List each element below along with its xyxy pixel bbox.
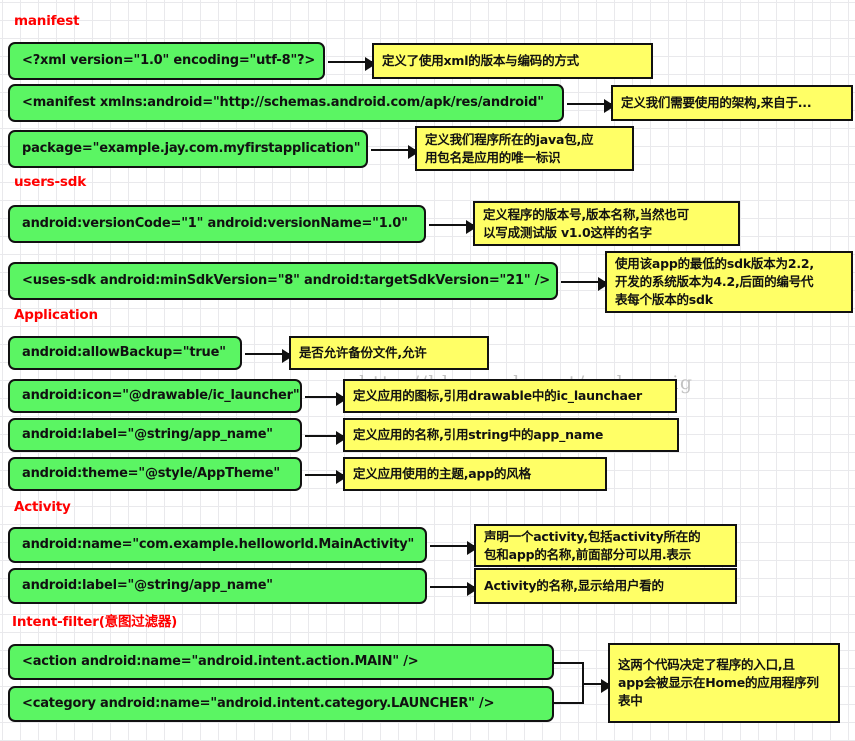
note-line: app会被显示在Home的应用程序列	[618, 675, 819, 690]
note-lines: 使用该app的最低的sdk版本为2.2, 开发的系统版本为4.2,后面的编号代 …	[615, 255, 814, 309]
code-box-allow-backup[interactable]: android:allowBackup="true"	[8, 336, 242, 370]
section-heading-users-sdk: users-sdk	[14, 174, 86, 190]
section-heading-intent-filter: Intent-filter(意图过滤器)	[12, 614, 178, 630]
code-box-category-launcher[interactable]: <category android:name="android.intent.c…	[8, 686, 554, 722]
code-box-theme[interactable]: android:theme="@style/AppTheme"	[8, 457, 302, 491]
note-box-intent-filter: 这两个代码决定了程序的入口,且 app会被显示在Home的应用程序列 表中	[608, 643, 840, 723]
note-box-xml-declaration: 定义了使用xml的版本与编码的方式	[372, 43, 653, 79]
note-line: 定义应用的图标,引用drawable中的ic_launchaer	[353, 388, 642, 403]
note-line: 定义我们需要使用的架构,来自于...	[621, 95, 812, 110]
note-box-allow-backup: 是否允许备份文件,允许	[289, 336, 489, 370]
note-line: 声明一个activity,包括activity所在的	[484, 528, 701, 544]
arrow-to-note-app-label	[305, 430, 347, 445]
note-lines: 这两个代码决定了程序的入口,且 app会被显示在Home的应用程序列 表中	[618, 656, 819, 710]
note-line: Activity的名称,显示给用户看的	[484, 578, 664, 593]
arrow-to-note-activity-label	[430, 581, 478, 596]
section-heading-activity: Activity	[14, 499, 71, 515]
code-box-icon[interactable]: android:icon="@drawable/ic_launcher"	[8, 379, 302, 413]
code-box-manifest-tag[interactable]: <manifest xmlns:android="http://schemas.…	[8, 84, 564, 122]
arrow-to-note-allow-backup	[245, 348, 293, 363]
arrow-to-note-uses-sdk	[561, 276, 609, 291]
note-box-app-label: 定义应用的名称,引用string中的app_name	[343, 418, 679, 452]
code-box-action-main[interactable]: <action android:name="android.intent.act…	[8, 644, 554, 680]
note-line: 是否允许备份文件,允许	[299, 345, 427, 360]
section-heading-application: Application	[14, 307, 98, 323]
note-line: 包和app的名称,前面部分可以用.表示	[484, 546, 692, 562]
bracket-connector-intent-filter	[552, 662, 584, 704]
arrow-to-note-activity-name	[430, 540, 478, 555]
note-line: 定义我们程序所在的java包,应	[425, 131, 594, 147]
note-line: 开发的系统版本为4.2,后面的编号代	[615, 274, 814, 289]
code-box-version-code[interactable]: android:versionCode="1" android:versionN…	[8, 205, 426, 243]
note-line: 定义了使用xml的版本与编码的方式	[382, 53, 579, 68]
arrow-to-note-package	[371, 144, 419, 159]
note-box-version-code: 定义程序的版本号,版本名称,当然也可 以写成测试版 v1.0这样的名字	[473, 201, 740, 246]
code-box-xml-declaration[interactable]: <?xml version="1.0" encoding="utf-8"?>	[8, 42, 325, 80]
section-heading-manifest: manifest	[14, 13, 80, 29]
code-box-app-label[interactable]: android:label="@string/app_name"	[8, 418, 302, 452]
note-box-package: 定义我们程序所在的java包,应 用包名是应用的唯一标识	[415, 126, 634, 171]
note-box-icon: 定义应用的图标,引用drawable中的ic_launchaer	[343, 379, 677, 413]
note-line: 定义程序的版本号,版本名称,当然也可	[483, 206, 689, 222]
arrow-to-note-theme	[305, 469, 347, 484]
note-box-manifest-tag: 定义我们需要使用的架构,来自于...	[611, 85, 853, 121]
arrow-to-note-intent-filter	[582, 678, 612, 693]
note-lines: 定义我们程序所在的java包,应 用包名是应用的唯一标识	[425, 131, 594, 167]
note-line: 用包名是应用的唯一标识	[425, 149, 561, 165]
code-box-uses-sdk[interactable]: <uses-sdk android:minSdkVersion="8" andr…	[8, 262, 558, 300]
note-line: 使用该app的最低的sdk版本为2.2,	[615, 256, 814, 271]
note-line: 定义应用的名称,引用string中的app_name	[353, 427, 604, 442]
note-line: 这两个代码决定了程序的入口,且	[618, 657, 795, 672]
note-lines: 定义程序的版本号,版本名称,当然也可 以写成测试版 v1.0这样的名字	[483, 206, 689, 242]
arrow-to-note-xml-declaration	[328, 56, 376, 71]
note-box-activity-name: 声明一个activity,包括activity所在的 包和app的名称,前面部分…	[474, 524, 737, 567]
note-line: 表中	[618, 693, 643, 708]
note-line: 定义应用使用的主题,app的风格	[353, 466, 531, 481]
note-box-theme: 定义应用使用的主题,app的风格	[343, 457, 607, 491]
code-box-activity-label[interactable]: android:label="@string/app_name"	[8, 568, 427, 604]
arrow-to-note-icon	[305, 391, 347, 406]
note-line: 以写成测试版 v1.0这样的名字	[483, 224, 652, 240]
code-box-activity-name[interactable]: android:name="com.example.helloworld.Mai…	[8, 527, 427, 563]
note-box-uses-sdk: 使用该app的最低的sdk版本为2.2, 开发的系统版本为4.2,后面的编号代 …	[605, 251, 853, 313]
code-box-package[interactable]: package="example.jay.com.myfirstapplicat…	[8, 130, 368, 168]
note-line: 表每个版本的sdk	[615, 292, 713, 307]
arrow-to-note-version-code	[429, 219, 477, 234]
note-box-activity-label: Activity的名称,显示给用户看的	[474, 568, 737, 604]
note-lines: 声明一个activity,包括activity所在的 包和app的名称,前面部分…	[484, 528, 701, 564]
arrow-to-note-manifest-tag	[567, 98, 615, 113]
